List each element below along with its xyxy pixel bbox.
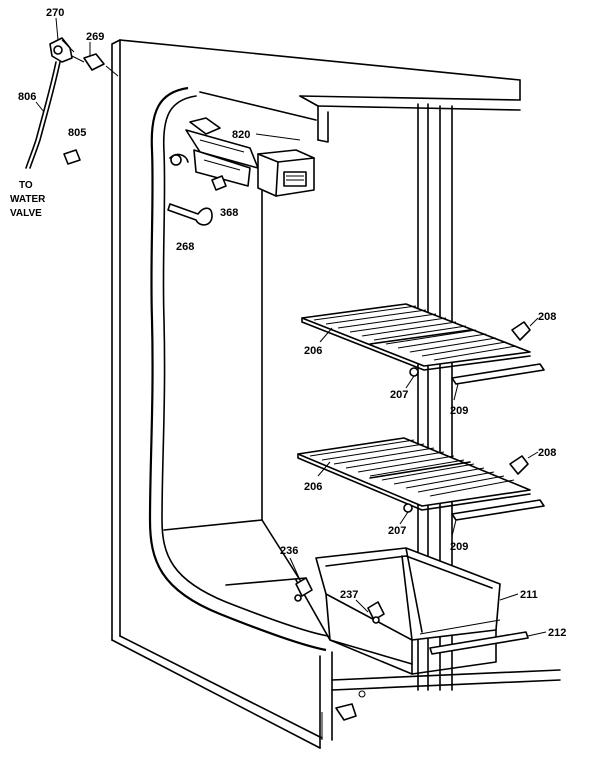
label-820: 820 xyxy=(232,129,250,141)
part-labels: 270 269 806 805 TO WATER VALVE 820 368 2… xyxy=(10,7,566,639)
label-to-water-valve-2: WATER xyxy=(10,194,46,205)
label-209-upper: 209 xyxy=(450,405,468,417)
label-237: 237 xyxy=(340,589,358,601)
basket-assembly xyxy=(289,547,547,675)
label-211: 211 xyxy=(520,589,538,601)
label-207-upper: 207 xyxy=(390,389,408,401)
label-805: 805 xyxy=(68,127,86,139)
label-209-lower: 209 xyxy=(450,541,468,553)
ice-maker-assembly xyxy=(167,117,315,226)
label-270: 270 xyxy=(46,7,64,19)
label-to-water-valve-3: VALVE xyxy=(10,208,42,219)
label-206-lower: 206 xyxy=(304,481,322,493)
label-208-upper: 208 xyxy=(538,311,556,323)
label-212: 212 xyxy=(548,627,566,639)
label-368: 368 xyxy=(220,207,238,219)
label-206-upper: 206 xyxy=(304,345,322,357)
label-236: 236 xyxy=(280,545,298,557)
upper-shelf xyxy=(301,303,545,401)
label-208-lower: 208 xyxy=(538,447,556,459)
label-to-water-valve-1: TO xyxy=(19,180,33,191)
water-line-parts xyxy=(25,17,119,169)
label-207-lower: 207 xyxy=(388,525,406,537)
label-806: 806 xyxy=(18,91,36,103)
label-268: 268 xyxy=(176,241,194,253)
lower-shelf xyxy=(297,437,545,537)
label-269: 269 xyxy=(86,31,104,43)
